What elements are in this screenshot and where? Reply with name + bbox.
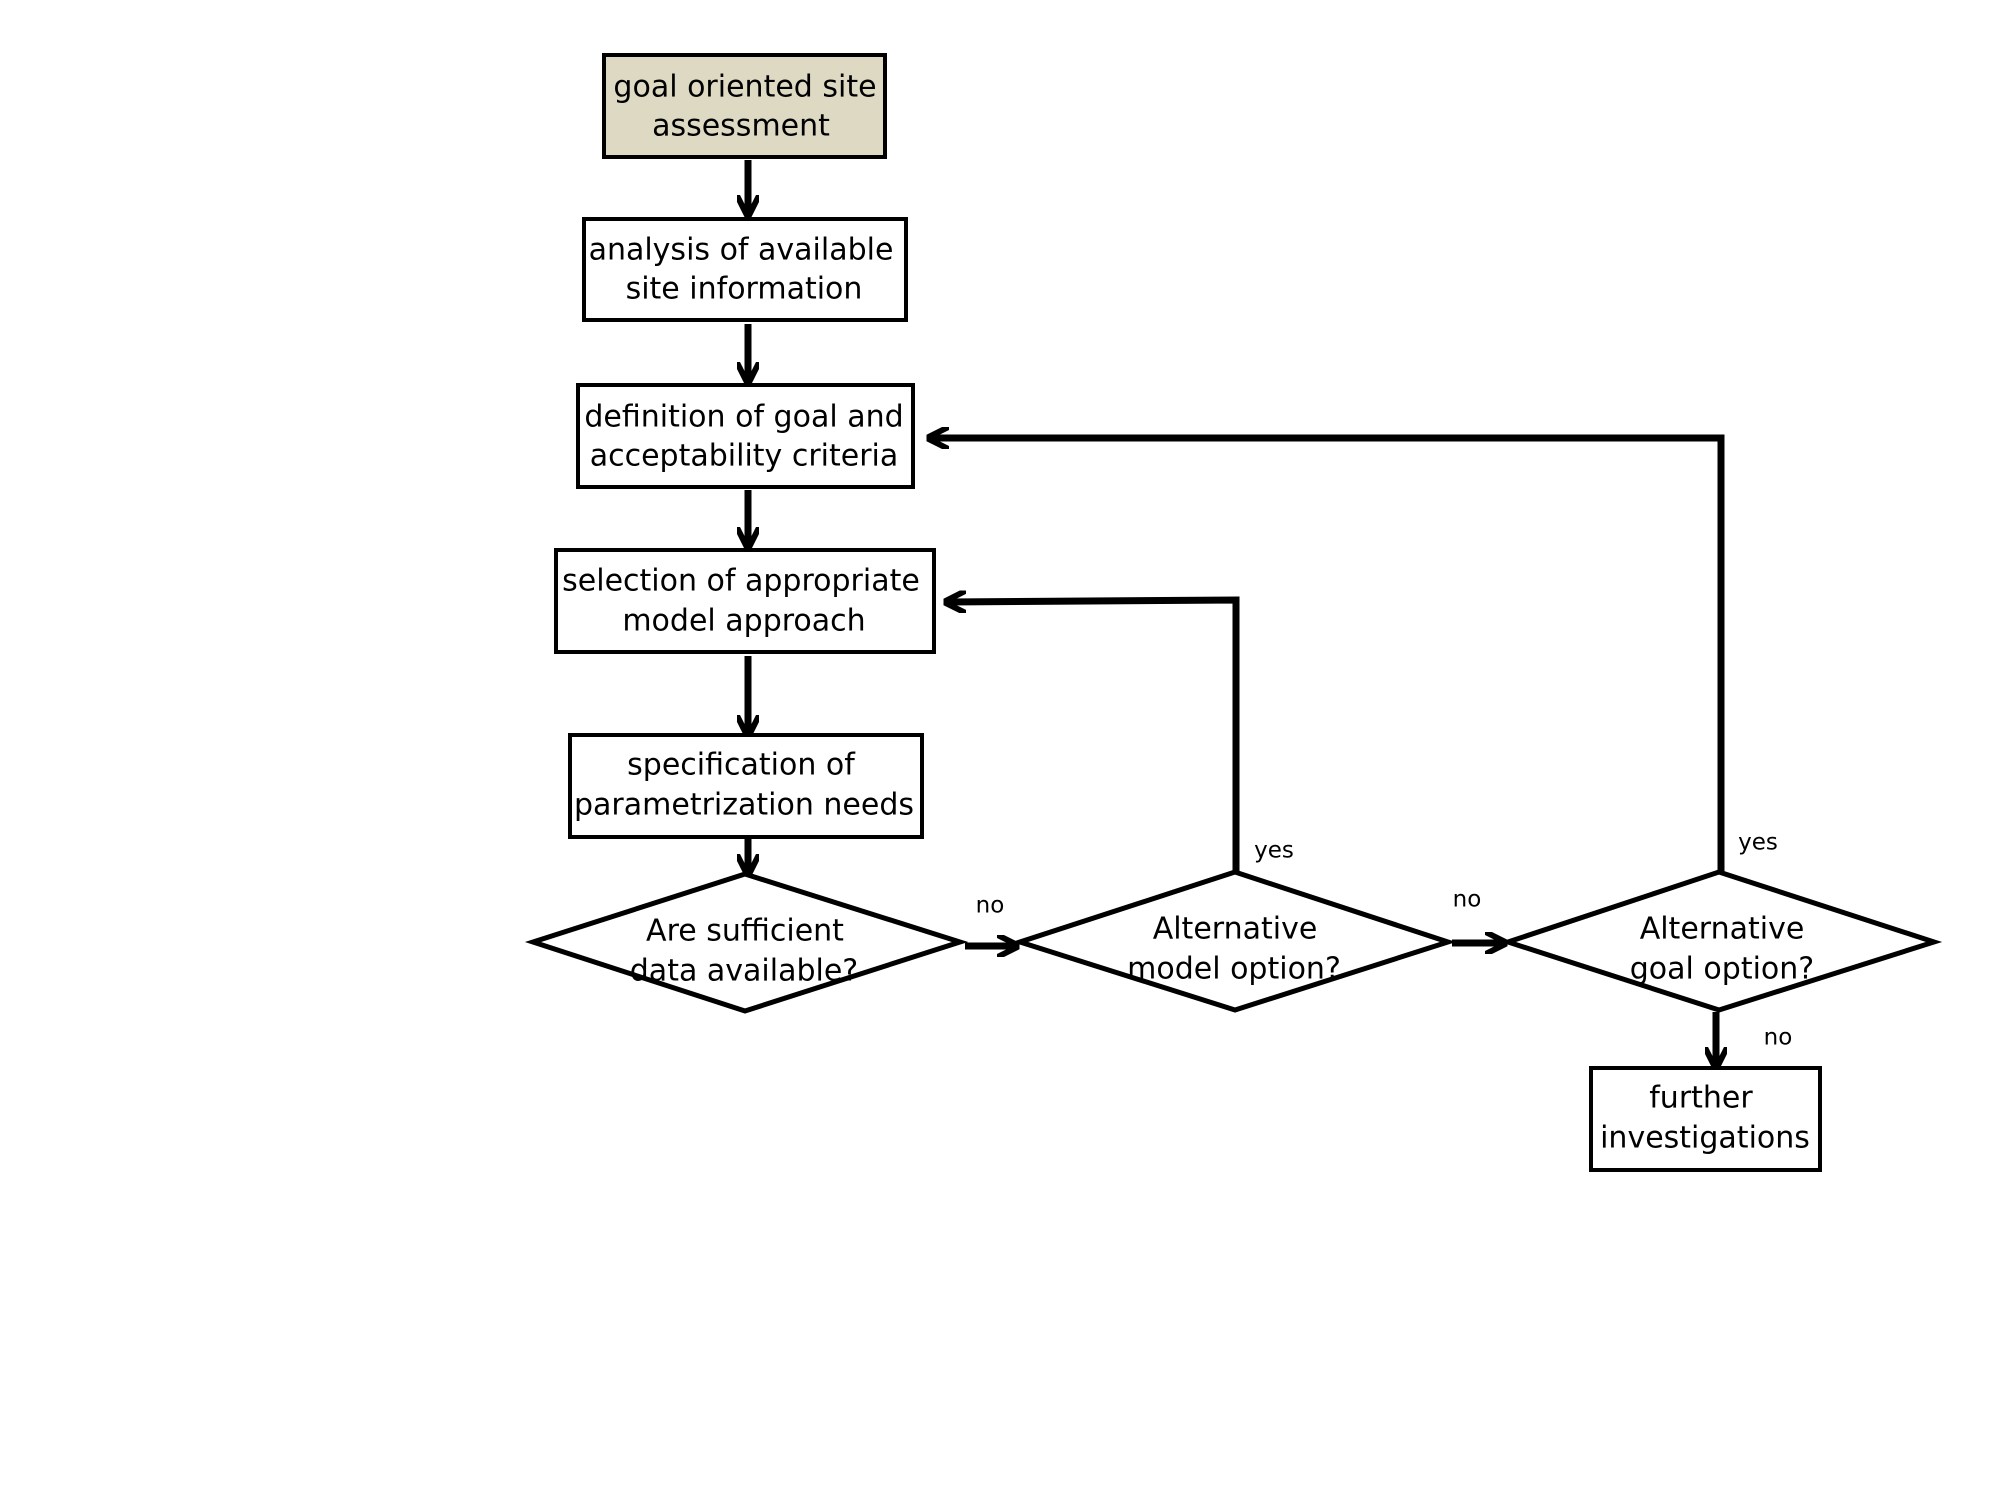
edge-label-no-alt-model: no (1453, 887, 1482, 913)
node-label-line: acceptability criteria (590, 439, 899, 474)
decision-sufficient-data-available: Are sufficient data available? (524, 871, 969, 1014)
node-label-line: further (1649, 1081, 1753, 1116)
edge-label-yes-alt-goal: yes (1738, 830, 1778, 856)
node-selection-of-appropriate-model-approach: selection of appropriate model approach (554, 548, 936, 654)
process-box (582, 217, 908, 322)
process-box (576, 383, 915, 489)
node-label-line: assessment (652, 109, 830, 144)
node-label-line: Are sufficient (646, 914, 844, 949)
node-label-line: goal oriented site (613, 70, 876, 105)
process-box (568, 733, 924, 839)
edge-labels: no yes no yes no (976, 830, 1793, 1051)
decision-diamond (524, 871, 969, 1014)
node-label-line: parametrization needs (574, 788, 914, 823)
node-goal-oriented-site-assessment: goal oriented site assessment (602, 53, 887, 159)
node-label-line: selection of appropriate (562, 564, 920, 599)
process-box (1589, 1066, 1822, 1172)
node-label-line: model approach (622, 604, 865, 639)
node-label-line: site information (626, 272, 863, 307)
node-definition-of-goal-and-acceptability-criteria: definition of goal and acceptability cri… (576, 383, 915, 489)
process-box (554, 548, 936, 654)
node-specification-of-parametrization-needs: specification of parametrization needs (568, 733, 924, 839)
node-label-line: analysis of available (589, 233, 894, 268)
node-label-line: data available? (630, 954, 858, 989)
decision-alternative-model-option: Alternative model option? (1011, 869, 1457, 1013)
node-label-line: model option? (1127, 952, 1341, 987)
node-label-line: investigations (1600, 1121, 1810, 1156)
start-node-box (602, 53, 887, 159)
decision-diamond (1011, 869, 1457, 1013)
node-label-line: definition of goal and (584, 400, 903, 435)
decision-alternative-goal-option: Alternative goal option? (1499, 869, 1943, 1013)
node-analysis-of-available-site-information: analysis of available site information (582, 217, 908, 322)
edge-label-no-alt-goal: no (1764, 1025, 1793, 1051)
node-label-line: goal option? (1630, 952, 1814, 987)
edge-label-no-sufficient-data: no (976, 893, 1005, 919)
edge-label-yes-alt-model: yes (1254, 838, 1294, 864)
node-label-line: Alternative (1153, 912, 1318, 947)
node-label-line: specification of (627, 748, 856, 783)
decision-diamond (1499, 869, 1943, 1013)
edge-alt-goal-to-definition (931, 438, 1725, 872)
edges (748, 160, 1721, 1065)
node-label-line: Alternative (1640, 912, 1805, 947)
node-further-investigations: further investigations (1589, 1066, 1822, 1172)
edge-alt-model-to-selection (948, 600, 1240, 872)
